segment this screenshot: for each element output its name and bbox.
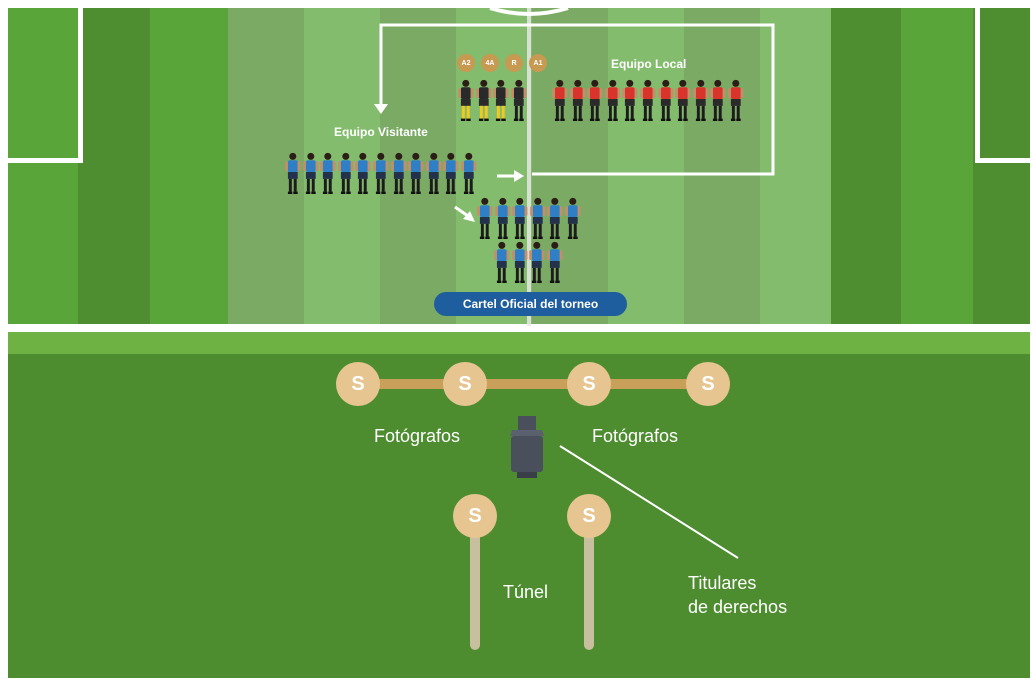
arrow-icon [514, 170, 524, 182]
pitch-stripe [78, 8, 150, 328]
penalty-box-line-left [78, 8, 83, 163]
player-figure-icon [710, 79, 726, 122]
home-team-label: Equipo Local [611, 57, 687, 71]
security-marker: S [686, 362, 730, 406]
player-figure-icon [511, 241, 528, 284]
player-figure-icon [337, 152, 354, 195]
referee-row [457, 78, 527, 122]
rights-holders-label: Titulares de derechos [688, 571, 787, 619]
player-figure-icon [675, 79, 691, 122]
player-figure-icon [640, 79, 656, 122]
player-figure-icon [510, 79, 527, 122]
tunnel-label: Túnel [503, 582, 549, 602]
back-lineup-row [493, 240, 563, 284]
player-figure-icon [587, 79, 603, 122]
pitch-stripe [901, 8, 973, 328]
pitch-edge-band [8, 332, 1030, 354]
player-figure-icon [425, 152, 442, 195]
away-team-row [284, 151, 478, 195]
pitch-stripe [8, 8, 78, 328]
rights-holders-line-1: Titulares [688, 573, 757, 593]
arrow-icon [374, 104, 388, 114]
player-figure-icon [390, 152, 406, 195]
player-figure-icon [494, 241, 510, 284]
player-figure-icon [373, 152, 389, 195]
tunnel-post-left [470, 520, 480, 650]
arrow-icon [463, 211, 475, 222]
player-figure-icon [302, 152, 319, 195]
pitch-stripe [150, 8, 228, 328]
position-badges: A2 4A R A1 [457, 54, 547, 72]
official-banner-label: Cartel Oficial del torneo [434, 292, 627, 316]
position-badge: A1 [529, 54, 547, 72]
photographer-rope [358, 379, 708, 389]
center-circle-arc [489, 6, 569, 16]
front-lineup-row [476, 196, 582, 240]
halfway-line [527, 8, 531, 326]
player-figure-icon [443, 152, 459, 195]
security-marker: S [443, 362, 487, 406]
player-figure-icon [728, 79, 744, 122]
position-badge: A2 [457, 54, 475, 72]
security-marker: S [453, 494, 497, 538]
player-figure-icon [529, 241, 545, 284]
player-figure-icon [320, 152, 336, 195]
away-team-label: Equipo Visitante [334, 125, 428, 139]
player-figure-icon [692, 79, 709, 122]
position-badge: 4A [481, 54, 499, 72]
security-marker: S [336, 362, 380, 406]
arrow-icon [454, 205, 469, 218]
player-figure-icon [622, 79, 638, 122]
security-marker: S [567, 494, 611, 538]
player-figure-icon [355, 152, 371, 195]
tunnel-post-right [584, 520, 594, 650]
player-figure-icon [604, 79, 621, 122]
player-figure-icon [546, 241, 563, 284]
pitch-stripe [973, 8, 1030, 328]
player-figure-icon [494, 197, 511, 240]
player-figure-icon [408, 152, 424, 195]
player-figure-icon [458, 79, 474, 122]
position-badge: R [505, 54, 523, 72]
photographers-label-left: Fotógrafos [374, 426, 461, 446]
player-figure-icon [475, 79, 492, 122]
player-figure-icon [657, 79, 673, 122]
pitch-stripe [831, 8, 901, 328]
player-figure-icon [547, 197, 563, 240]
pitch-stripe [684, 8, 760, 328]
pitch-stripe [608, 8, 684, 328]
player-figure-icon [493, 79, 509, 122]
sideline-area [8, 354, 1030, 678]
touch-line [8, 324, 1030, 329]
penalty-box-line-left-bottom [8, 158, 83, 163]
rights-holders-line-2: de derechos [688, 597, 788, 617]
player-figure-icon [552, 79, 568, 122]
player-figure-icon [461, 152, 477, 195]
penalty-box-line-right-bottom [975, 158, 1030, 163]
player-figure-icon [477, 197, 493, 240]
player-figure-icon [529, 197, 546, 240]
pointer-line [559, 445, 739, 559]
player-figure-icon [512, 197, 528, 240]
security-marker: S [567, 362, 611, 406]
penalty-box-line-right [975, 8, 980, 163]
home-team-row [551, 78, 745, 122]
route-line [379, 23, 775, 176]
player-figure-icon [569, 79, 586, 122]
photographers-label-right: Fotógrafos [592, 426, 679, 446]
player-figure-icon [565, 197, 581, 240]
player-figure-icon [285, 152, 301, 195]
